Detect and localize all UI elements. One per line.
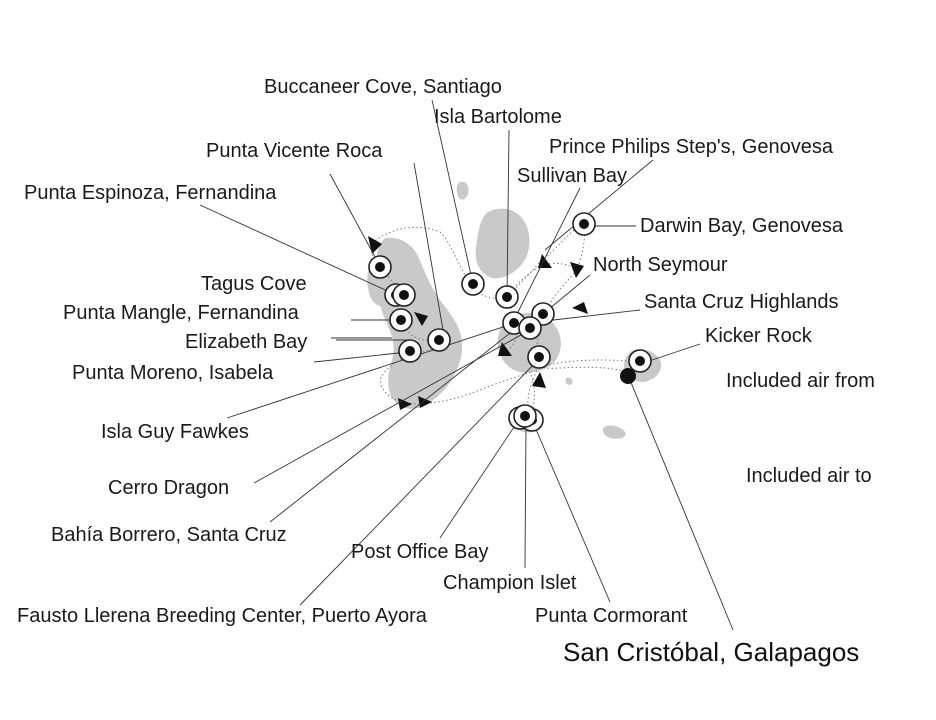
port-marker[interactable] bbox=[628, 349, 652, 373]
leader-line bbox=[531, 419, 611, 603]
island-pinta bbox=[456, 181, 469, 200]
port-label: Santa Cruz Highlands bbox=[644, 291, 839, 313]
leader-line bbox=[524, 423, 527, 569]
arrow-icon bbox=[570, 262, 584, 278]
port-label: Isla Guy Fawkes bbox=[101, 421, 249, 443]
leader-line bbox=[431, 99, 474, 285]
port-label: Darwin Bay, Genovesa bbox=[640, 215, 844, 237]
port-marker[interactable] bbox=[495, 285, 519, 309]
leader-line bbox=[226, 323, 513, 419]
port-marker[interactable] bbox=[572, 212, 596, 236]
port-label: Sullivan Bay bbox=[517, 165, 627, 187]
arrow-icon bbox=[538, 254, 552, 268]
leader-line bbox=[199, 204, 395, 295]
port-label: Cerro Dragon bbox=[108, 477, 229, 499]
island-santiago bbox=[475, 208, 530, 279]
port-labels: Buccaneer Cove, Santiago Isla Bartolome … bbox=[17, 76, 875, 667]
map-title: San Cristóbal, Galapagos bbox=[563, 637, 859, 667]
port-label: Tagus Cove bbox=[201, 273, 307, 295]
port-label: Isla Bartolome bbox=[434, 106, 562, 128]
arrow-icon bbox=[418, 396, 432, 408]
port-marker[interactable] bbox=[398, 339, 422, 363]
port-marker[interactable] bbox=[518, 316, 542, 340]
leader-line bbox=[253, 329, 531, 484]
port-label: Buccaneer Cove, Santiago bbox=[264, 76, 502, 98]
port-label: Kicker Rock bbox=[705, 325, 813, 347]
port-label: North Seymour bbox=[593, 254, 728, 276]
port-label: Fausto Llerena Breeding Center, Puerto A… bbox=[17, 605, 428, 627]
port-label: Prince Philips Step's, Genovesa bbox=[549, 136, 834, 158]
port-markers bbox=[368, 212, 652, 432]
leader-lines bbox=[199, 99, 734, 631]
port-label: Punta Moreno, Isabela bbox=[72, 362, 274, 384]
leader-line bbox=[439, 417, 521, 539]
air-note-from: Included air from bbox=[726, 370, 875, 392]
arrow-icon bbox=[532, 372, 546, 388]
leader-line bbox=[629, 379, 734, 631]
leader-line bbox=[329, 173, 381, 267]
port-label: Bahía Borrero, Santa Cruz bbox=[51, 524, 287, 546]
island-marchena bbox=[506, 221, 517, 235]
air-note-to: Included air to bbox=[746, 465, 872, 487]
leader-line bbox=[299, 359, 539, 606]
islands bbox=[367, 181, 662, 439]
leader-line bbox=[512, 187, 581, 323]
leader-line bbox=[544, 159, 654, 251]
port-label: Champion Islet bbox=[443, 572, 577, 594]
island-espanola bbox=[603, 425, 626, 439]
route-line bbox=[371, 223, 641, 420]
port-marker[interactable] bbox=[513, 404, 537, 428]
arrow-icon bbox=[414, 312, 428, 326]
port-marker[interactable] bbox=[527, 345, 551, 369]
leader-line bbox=[313, 351, 409, 363]
leader-line bbox=[506, 129, 510, 298]
leader-line bbox=[269, 329, 515, 523]
port-label: Punta Cormorant bbox=[535, 605, 688, 627]
island-santa-fe bbox=[565, 377, 573, 385]
port-label: Punta Espinoza, Fernandina bbox=[24, 182, 277, 204]
port-label: Punta Vicente Roca bbox=[206, 140, 383, 162]
embark-disembark-dot[interactable] bbox=[620, 368, 636, 384]
port-label: Elizabeth Bay bbox=[185, 331, 307, 353]
leader-line bbox=[413, 162, 444, 331]
port-marker[interactable] bbox=[461, 272, 485, 296]
port-marker[interactable] bbox=[389, 308, 413, 332]
port-marker[interactable] bbox=[427, 328, 451, 352]
arrow-icon bbox=[572, 302, 588, 314]
port-label: Punta Mangle, Fernandina bbox=[63, 302, 300, 324]
port-marker[interactable] bbox=[392, 283, 416, 307]
port-marker[interactable] bbox=[368, 255, 392, 279]
port-label: Post Office Bay bbox=[351, 541, 488, 563]
